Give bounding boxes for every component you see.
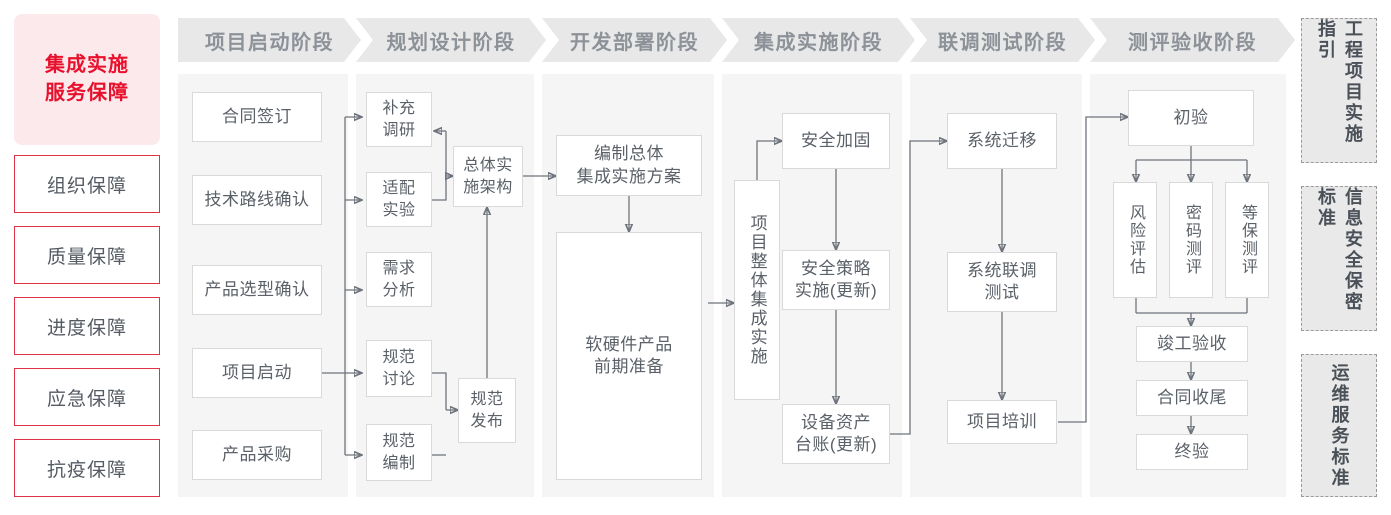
task-label: 产品选型确认	[204, 279, 310, 299]
guarantee-label: 进度保障	[46, 317, 127, 339]
task-label: 软硬件产品前期准备	[585, 334, 673, 376]
task-label: 项目培训	[967, 411, 1037, 431]
task-label: 系统联调测试	[967, 260, 1037, 302]
task-label: 合同签订	[222, 106, 292, 126]
lead-card-line2: 服务保障	[45, 81, 129, 104]
task-node[interactable]: 规范讨论	[366, 340, 432, 397]
lead-card: 集成实施 服务保障	[14, 14, 160, 145]
task-node[interactable]: 合同收尾	[1136, 380, 1248, 416]
guarantee-item-2[interactable]: 进度保障	[14, 297, 160, 355]
task-node-spine[interactable]: 项目整体集成实施	[734, 180, 780, 400]
guarantee-item-1[interactable]: 质量保障	[14, 226, 160, 284]
task-node[interactable]: 设备资产台账(更新)	[782, 404, 890, 464]
task-label: 终验	[1174, 441, 1210, 461]
phase-header-6[interactable]: 测评验收阶段	[1090, 18, 1295, 62]
task-label: 规范讨论	[382, 349, 416, 388]
task-label: 规范发布	[470, 391, 504, 430]
task-label: 安全加固	[801, 130, 871, 150]
task-node[interactable]: 密码测评	[1169, 182, 1213, 298]
task-label: 项目整体集成实施	[747, 214, 767, 366]
phase-header-1[interactable]: 项目启动阶段	[178, 18, 361, 62]
task-node[interactable]: 项目启动	[192, 348, 322, 398]
phase-header-label: 项目启动阶段	[205, 31, 334, 54]
phase-header-label: 集成实施阶段	[754, 31, 883, 54]
standard-box-2[interactable]: 运维服务标准	[1301, 354, 1377, 497]
task-node[interactable]: 安全策略实施(更新)	[782, 250, 890, 310]
guarantee-label: 组织保障	[46, 175, 127, 197]
phase-header-5[interactable]: 联调测试阶段	[910, 18, 1095, 62]
standard-label: 信息安全保密标准	[1316, 187, 1363, 313]
task-node[interactable]: 合同签订	[192, 92, 322, 142]
task-label: 密码测评	[1183, 204, 1200, 276]
guarantee-item-3[interactable]: 应急保障	[14, 368, 160, 426]
task-label: 总体实施架构	[463, 157, 513, 196]
task-label: 风险评估	[1127, 204, 1144, 276]
task-label: 设备资产台账(更新)	[794, 412, 878, 454]
task-label: 需求分析	[382, 260, 416, 299]
task-node[interactable]: 竣工验收	[1136, 326, 1248, 362]
task-node[interactable]: 规范发布	[458, 378, 516, 443]
task-label: 编制总体集成实施方案	[576, 144, 682, 186]
task-label: 补充调研	[382, 100, 416, 139]
task-node[interactable]: 软硬件产品前期准备	[556, 232, 702, 480]
phase-header-label: 开发部署阶段	[570, 31, 699, 54]
task-node[interactable]: 等保测评	[1225, 182, 1269, 298]
task-label: 初验	[1173, 107, 1209, 127]
task-node[interactable]: 系统联调测试	[947, 252, 1057, 312]
lead-card-line1: 集成实施	[45, 53, 129, 76]
phase-header-4[interactable]: 集成实施阶段	[722, 18, 915, 62]
task-node[interactable]: 补充调研	[366, 92, 432, 147]
task-label: 合同收尾	[1157, 387, 1227, 407]
phase-header-2[interactable]: 规划设计阶段	[356, 18, 546, 62]
standard-label: 工程项目实施指引	[1316, 19, 1363, 145]
task-node[interactable]: 编制总体集成实施方案	[556, 135, 702, 196]
task-label: 等保测评	[1239, 204, 1256, 276]
task-node[interactable]: 风险评估	[1113, 182, 1157, 298]
task-node[interactable]: 规范编制	[366, 424, 432, 481]
phase-header-label: 联调测试阶段	[938, 31, 1067, 54]
task-label: 适配实验	[382, 180, 416, 219]
guarantee-label: 应急保障	[46, 388, 127, 410]
phase-header-label: 测评验收阶段	[1128, 31, 1257, 54]
task-node[interactable]: 技术路线确认	[192, 175, 322, 225]
task-node[interactable]: 适配实验	[366, 172, 432, 227]
guarantee-label: 质量保障	[46, 246, 127, 268]
task-label: 竣工验收	[1157, 333, 1227, 353]
task-label: 项目启动	[222, 362, 292, 382]
guarantee-item-0[interactable]: 组织保障	[14, 155, 160, 213]
task-node[interactable]: 总体实施架构	[453, 146, 523, 207]
task-node[interactable]: 产品选型确认	[192, 265, 322, 315]
task-label: 产品采购	[222, 444, 292, 464]
standard-box-0[interactable]: 工程项目实施指引	[1301, 18, 1377, 163]
task-node[interactable]: 终验	[1136, 434, 1248, 470]
guarantee-label: 抗疫保障	[46, 459, 127, 481]
task-node[interactable]: 安全加固	[782, 113, 890, 169]
task-label: 安全策略实施(更新)	[794, 258, 878, 300]
task-node[interactable]: 需求分析	[366, 252, 432, 307]
standard-box-1[interactable]: 信息安全保密标准	[1301, 186, 1377, 331]
task-label: 规范编制	[382, 433, 416, 472]
task-node[interactable]: 产品采购	[192, 430, 322, 480]
phase-header-3[interactable]: 开发部署阶段	[542, 18, 727, 62]
task-node[interactable]: 系统迁移	[947, 113, 1057, 169]
guarantee-item-4[interactable]: 抗疫保障	[14, 439, 160, 497]
phase-header-label: 规划设计阶段	[386, 31, 516, 54]
task-label: 系统迁移	[967, 130, 1037, 150]
task-node[interactable]: 初验	[1128, 90, 1254, 146]
task-node[interactable]: 项目培训	[947, 400, 1057, 444]
standard-label: 运维服务标准	[1329, 362, 1350, 489]
task-label: 技术路线确认	[204, 189, 310, 209]
